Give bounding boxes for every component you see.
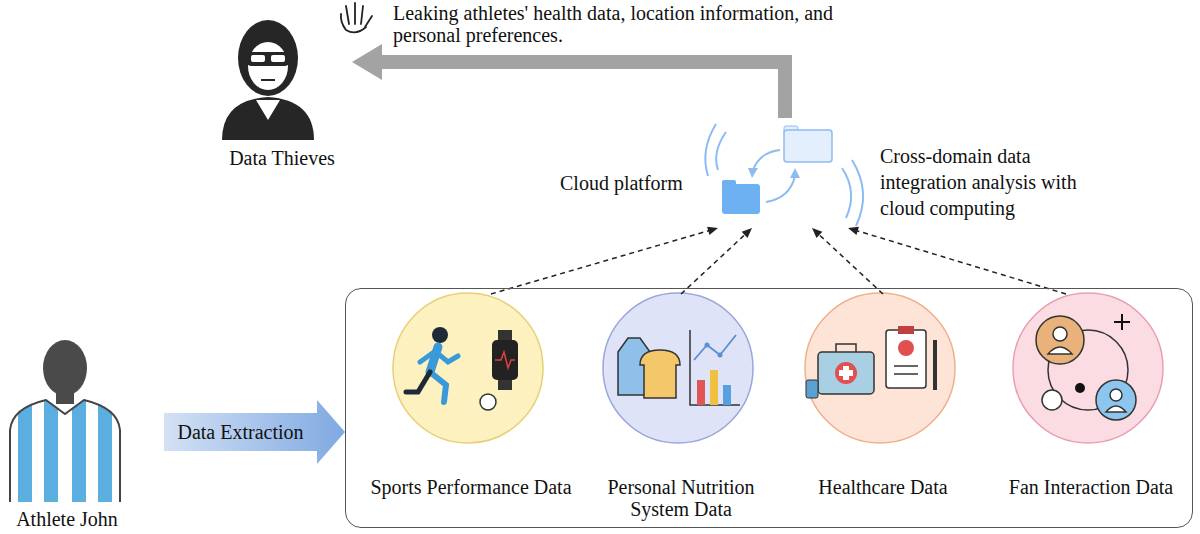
node-label: Data Thieves — [215, 147, 349, 169]
cloud-platform: Cloud platform — [555, 118, 855, 228]
healthcare-icon — [805, 293, 955, 443]
connector — [681, 228, 752, 294]
data-source-circle: Fan Interaction Data — [987, 294, 1195, 498]
node-label: Healthcare Data — [791, 476, 975, 498]
data-source-circle: Sports Performance Data — [347, 294, 595, 498]
connector — [491, 227, 718, 294]
fan-icon — [1013, 293, 1163, 443]
data-source-circle: Healthcare Data — [791, 294, 975, 498]
hand-icon — [341, 3, 372, 32]
actor-figure: Data Thieves — [215, 0, 349, 169]
actor-figure: Athlete John — [0, 330, 134, 530]
nutrition-icon — [603, 293, 753, 443]
edge-label: Data Extraction — [177, 421, 303, 443]
data-group-box: Sports Performance DataPersonal Nutritio… — [345, 288, 1193, 528]
thief-figure — [222, 20, 314, 140]
edge-label: Leaking athletes' health data, location … — [393, 2, 863, 46]
node-label: Fan Interaction Data — [987, 476, 1195, 498]
connector — [352, 44, 785, 118]
sports-icon — [393, 293, 543, 443]
annotation-text: Cross-domain data integration analysis w… — [880, 143, 1120, 221]
node-label: Athlete John — [0, 508, 134, 530]
connector — [164, 400, 345, 464]
athlete-figure — [0, 340, 130, 505]
cloud-icon — [705, 124, 863, 226]
node-label: Personal Nutrition System Data — [584, 476, 778, 520]
node-label: Sports Performance Data — [347, 476, 595, 498]
connector — [812, 228, 883, 294]
data-source-circle: Personal Nutrition System Data — [584, 294, 778, 520]
connector — [848, 227, 1066, 294]
node-label: Cloud platform — [560, 172, 683, 194]
